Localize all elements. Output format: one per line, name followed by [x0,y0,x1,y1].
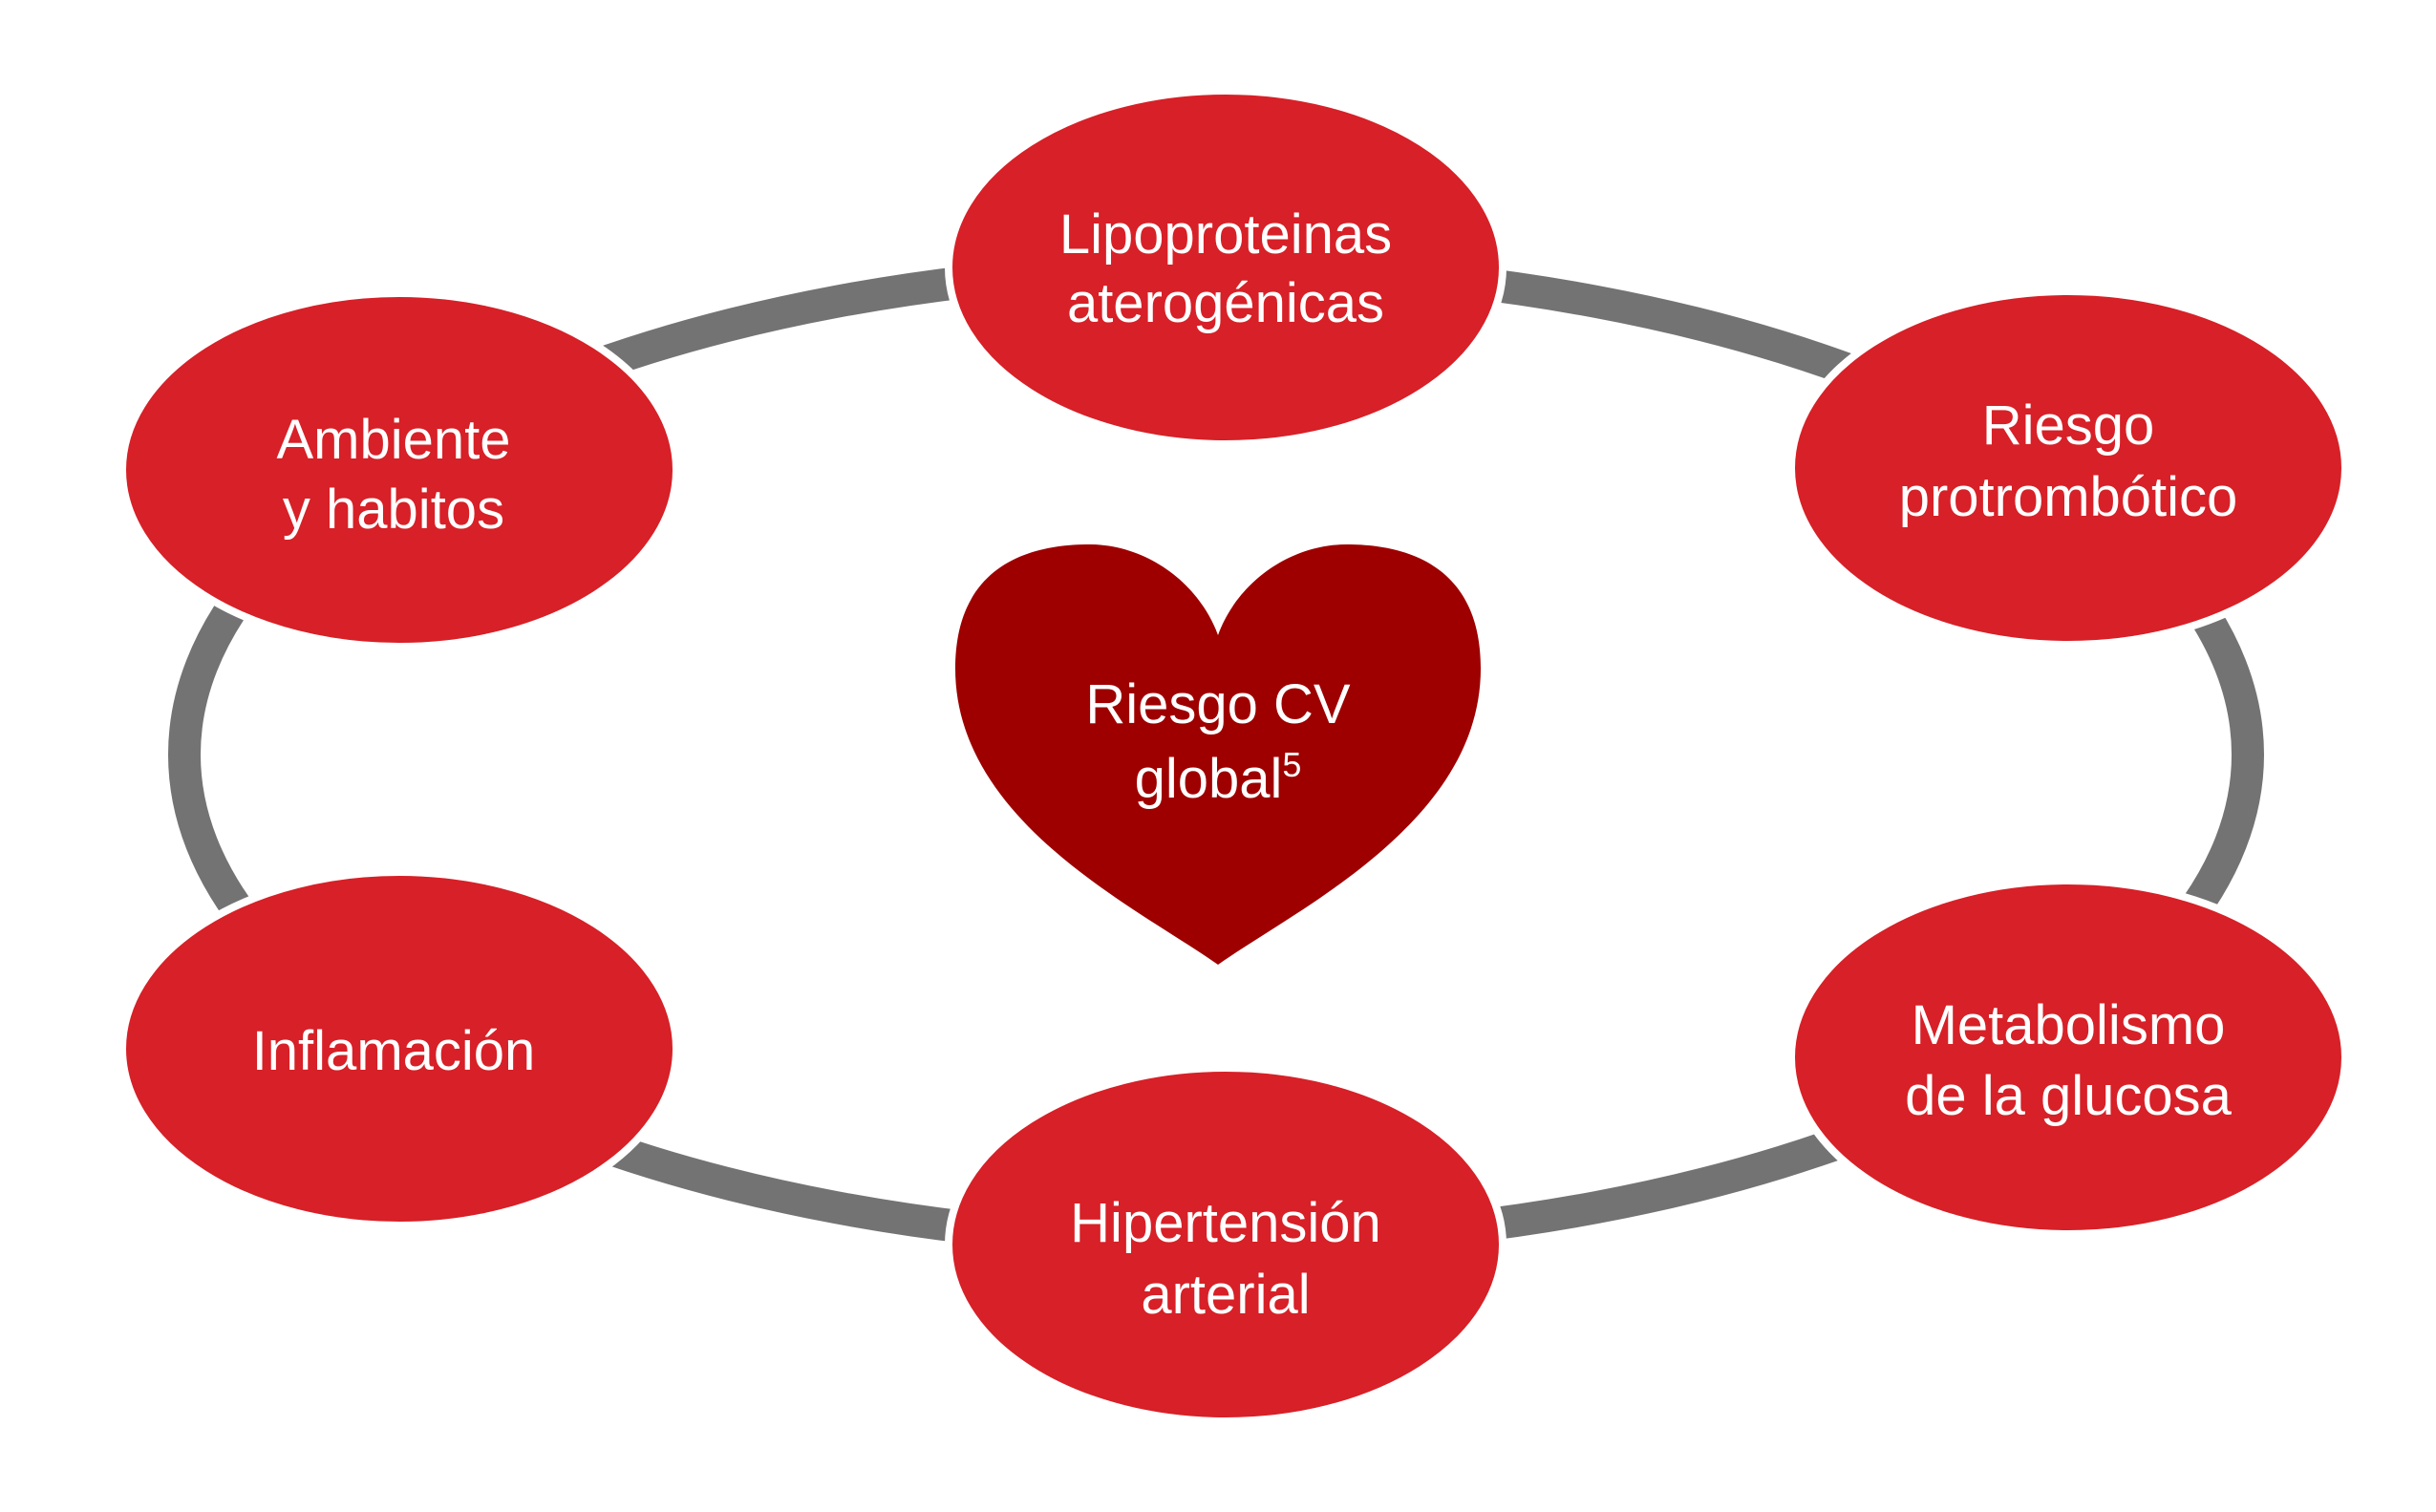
node-hipertension-ellipse [945,1064,1506,1425]
node-hipertension-line1: Hipertensión [1070,1192,1381,1254]
heart-icon: Riesgo CV global5 [955,544,1481,965]
node-hipertension: Hipertensión arterial [945,1064,1506,1425]
node-inflamacion-line1: Inflamación [252,1020,536,1082]
node-protrombotico-line2: protrombótico [1899,466,2238,528]
node-ambiente-line1: Ambiente [276,409,510,471]
node-protrombotico-line1: Riesgo [1982,394,2155,457]
node-glucosa-line2: de la glucosa [1905,1065,2233,1127]
node-ambiente-ellipse [118,289,680,650]
node-ambiente-line2: y habitos [283,479,504,541]
node-glucosa-line1: Metabolismo [1912,994,2226,1056]
node-inflamacion: Inflamación [118,868,680,1229]
center-label-line1: Riesgo CV [1085,673,1351,735]
center-label-main: global [1135,748,1283,810]
heart-shape [955,544,1481,965]
node-hipertension-line2: arterial [1141,1264,1310,1326]
node-ambiente: Ambiente y habitos [118,289,680,650]
node-lipoproteinas-ellipse [945,87,1506,448]
node-lipoproteinas: Lipoproteinas aterogénicas [945,87,1506,448]
node-protrombotico-ellipse [1787,287,2349,649]
node-glucosa-ellipse [1787,877,2349,1238]
center-label-line2: global5 [1135,745,1302,810]
node-protrombotico: Riesgo protrombótico [1787,287,2349,649]
center-label-superscript: 5 [1282,745,1301,784]
node-glucosa: Metabolismo de la glucosa [1787,877,2349,1238]
node-lipoproteinas-line2: aterogénicas [1067,272,1384,334]
node-lipoproteinas-line1: Lipoproteinas [1059,203,1392,266]
node-inflamacion-ellipse [118,868,680,1229]
